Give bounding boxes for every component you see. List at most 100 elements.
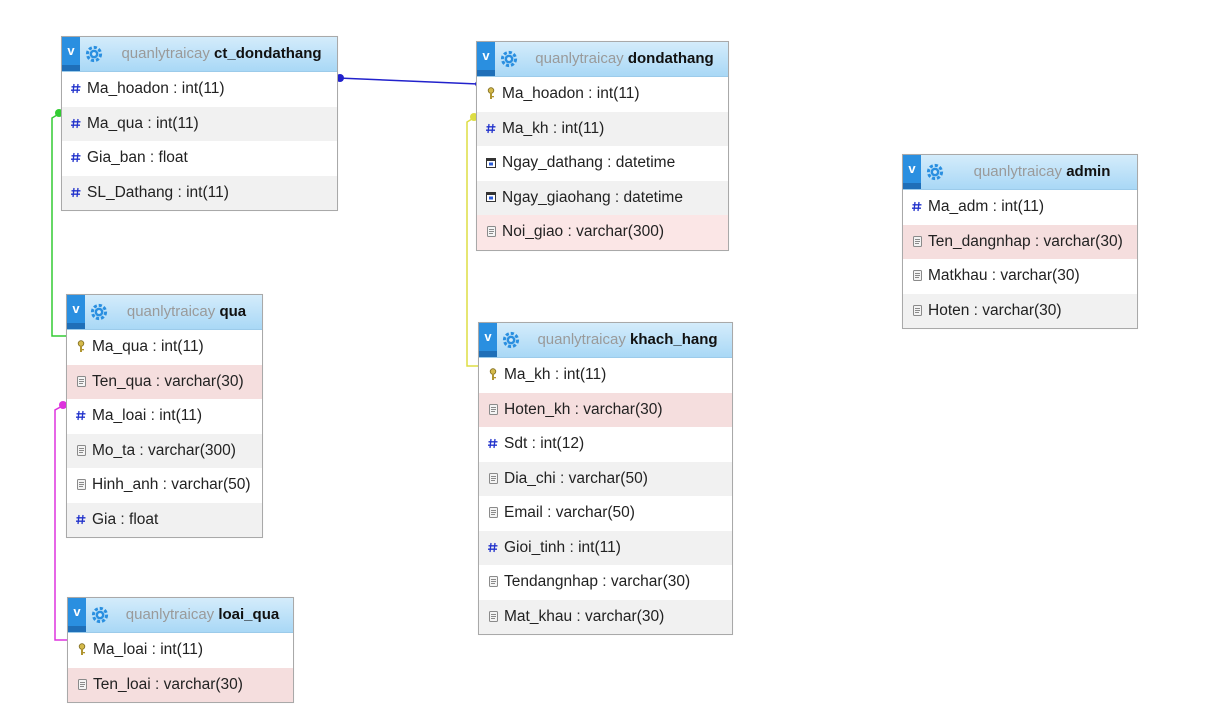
text-icon [910,304,924,316]
column-name: Ten_dangnhap [928,232,1031,250]
column-row[interactable]: Ma_loai : int(11) [67,399,262,434]
table-header[interactable]: v quanlytraicay dondathang [477,42,728,77]
gear-icon[interactable] [926,163,944,181]
column-row[interactable]: Ngay_dathang : datetime [477,146,728,181]
column-name: Ma_kh [502,119,549,137]
column-name: Email [504,504,543,521]
column-name: Gioi_tinh [504,538,566,556]
table-name: qua [219,303,247,320]
column-row[interactable]: Tendangnhap : varchar(30) [479,565,732,600]
column-row[interactable]: Ma_loai : int(11) [68,633,293,668]
column-type: int(11) [578,538,621,556]
toggle-v-button[interactable]: v [68,598,86,632]
toggle-v-button[interactable]: v [479,323,497,357]
column-row[interactable]: Mat_khau : varchar(30) [479,599,732,634]
column-row[interactable]: Sdt : int(12) [479,427,732,462]
column-row[interactable]: Ma_kh : int(11) [477,111,728,146]
hash-icon [486,542,500,553]
column-name: Ma_qua [92,338,149,355]
toggle-v-button[interactable]: v [903,155,921,189]
gear-icon[interactable] [90,303,108,321]
column-name: Hinh_anh [92,476,159,493]
column-row[interactable]: Ma_adm : int(11) [903,190,1137,225]
gear-icon[interactable] [500,50,518,68]
text-icon [486,610,500,622]
column-type: varchar(30) [982,301,1062,319]
column-separator: : [143,114,156,132]
column-name: Matkhau [928,267,988,284]
column-separator: : [1030,232,1044,250]
column-type: int(11) [596,85,640,102]
column-row[interactable]: Ma_hoadon : int(11) [477,77,728,112]
column-name: Gia [92,510,117,528]
column-row[interactable]: Ma_kh : int(11) [479,358,732,393]
table-name: dondathang [627,50,714,67]
column-row[interactable]: Hoten_kh : varchar(30) [479,392,732,427]
hash-icon [69,83,83,94]
column-row[interactable]: SL_Dathang : int(11) [62,175,337,210]
toggle-v-button[interactable]: v [67,295,85,329]
column-name: Ma_loai [93,641,148,658]
column-row[interactable]: Matkhau : varchar(30) [903,259,1137,294]
table-header[interactable]: v quanlytraicay khach_hang [479,323,732,358]
calendar-icon [484,192,498,203]
table-title: quanlytraicay dondathang [527,42,722,76]
column-row[interactable]: Gia : float [67,502,262,537]
column-row[interactable]: Gioi_tinh : int(11) [479,530,732,565]
gear-icon[interactable] [85,45,103,63]
calendar-icon [484,157,498,168]
column-name: Ma_hoadon [87,80,169,97]
column-type: int(11) [159,407,202,424]
column-type: varchar(30) [164,372,244,390]
column-type: int(12) [540,435,585,452]
column-separator: : [565,538,579,556]
text-icon [910,270,924,282]
column-row[interactable]: Mo_ta : varchar(300) [67,433,262,468]
toggle-v-button[interactable]: v [62,37,80,71]
column-row[interactable]: Noi_giao : varchar(300) [477,215,728,250]
column-row[interactable]: Hinh_anh : varchar(50) [67,468,262,503]
column-row[interactable]: Email : varchar(50) [479,496,732,531]
column-type: varchar(30) [163,675,243,693]
column-row[interactable]: Ten_dangnhap : varchar(30) [903,224,1137,259]
text-icon [74,375,88,387]
database-name: quanlytraicay [121,45,210,62]
text-icon [486,403,500,415]
column-row[interactable]: Ten_qua : varchar(30) [67,364,262,399]
column-separator: : [572,607,585,625]
table-name: khach_hang [630,331,718,348]
gear-icon[interactable] [91,606,109,624]
hash-icon [74,410,88,421]
hash-icon [69,118,83,129]
toggle-v-button[interactable]: v [477,42,495,76]
column-separator: : [555,469,569,487]
column-row[interactable]: Ma_hoadon : int(11) [62,72,337,107]
hash-icon [486,438,500,449]
column-name: Mat_khau [504,607,573,625]
column-row[interactable]: Ma_qua : int(11) [62,106,337,141]
column-row[interactable]: Hoten : varchar(30) [903,293,1137,328]
column-separator: : [987,267,1001,284]
column-separator: : [550,366,564,383]
column-row[interactable]: Ngay_giaohang : datetime [477,180,728,215]
column-row[interactable]: Gia_ban : float [62,141,337,176]
column-type: varchar(50) [555,504,635,521]
column-row[interactable]: Ma_qua : int(11) [67,330,262,365]
column-name: Gia_ban [87,149,146,166]
column-type: varchar(30) [1000,267,1080,284]
gear-icon[interactable] [502,331,520,349]
table-title: quanlytraicay khach_hang [529,323,726,357]
table-name: loai_qua [218,606,280,623]
column-row[interactable]: Ten_loai : varchar(30) [68,667,293,702]
column-row[interactable]: Dia_chi : varchar(50) [479,461,732,496]
